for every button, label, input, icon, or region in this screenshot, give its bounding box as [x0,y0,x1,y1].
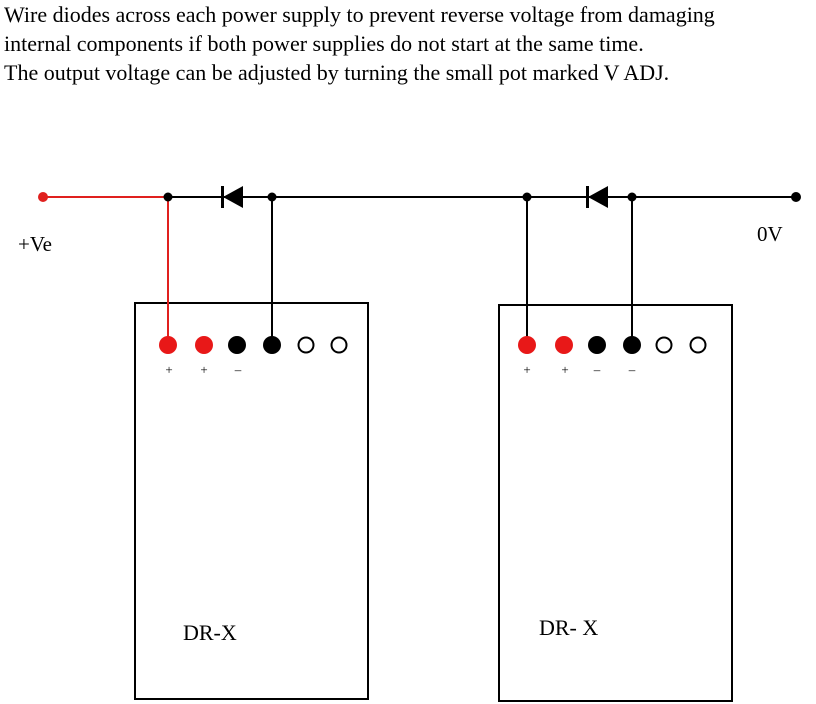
diode-triangle [223,186,243,208]
diode-triangle [588,186,608,208]
pin-unused [655,336,673,354]
zero-volt-terminal-label: 0V [757,222,783,246]
pin-negative [623,336,641,354]
supply-2-pins [518,336,707,354]
instruction-line: internal components if both power suppli… [4,31,644,56]
power-supply-box-1 [134,302,369,700]
instructions-text: Wire diodes across each power supply to … [4,0,816,87]
pin-negative [263,336,281,354]
pin-label: – [628,362,636,377]
pin-positive [518,336,536,354]
pin-label: – [593,362,601,377]
supply-1-label: DR-X [183,620,237,645]
pin-label: – [234,362,242,377]
instruction-line: The output voltage can be adjusted by tu… [4,60,670,85]
pin-unused [330,336,348,354]
diode-1 [221,186,243,208]
pin-label: + [523,362,530,377]
pin-negative [588,336,606,354]
pin-label: + [165,362,172,377]
zero-volt-terminal-dot [791,192,801,202]
positive-terminal-dot [38,192,48,202]
junction-dot [267,192,277,202]
supply-1-pins [159,336,348,354]
power-supply-box-2 [498,304,733,702]
junction-dot [163,192,173,202]
pin-positive [195,336,213,354]
diode-2 [586,186,608,208]
pin-label: + [200,362,207,377]
diode-bar [221,186,224,208]
pin-unused [297,336,315,354]
pin-label: + [561,362,568,377]
pin-unused [689,336,707,354]
junction-dot [627,192,637,202]
supply-2-label: DR- X [539,615,598,640]
pin-negative [228,336,246,354]
junction-dot [522,192,532,202]
diode-bar [586,186,589,208]
pin-positive [555,336,573,354]
positive-terminal-label: +Ve [18,232,52,256]
pin-positive [159,336,177,354]
instruction-line: Wire diodes across each power supply to … [4,2,715,27]
